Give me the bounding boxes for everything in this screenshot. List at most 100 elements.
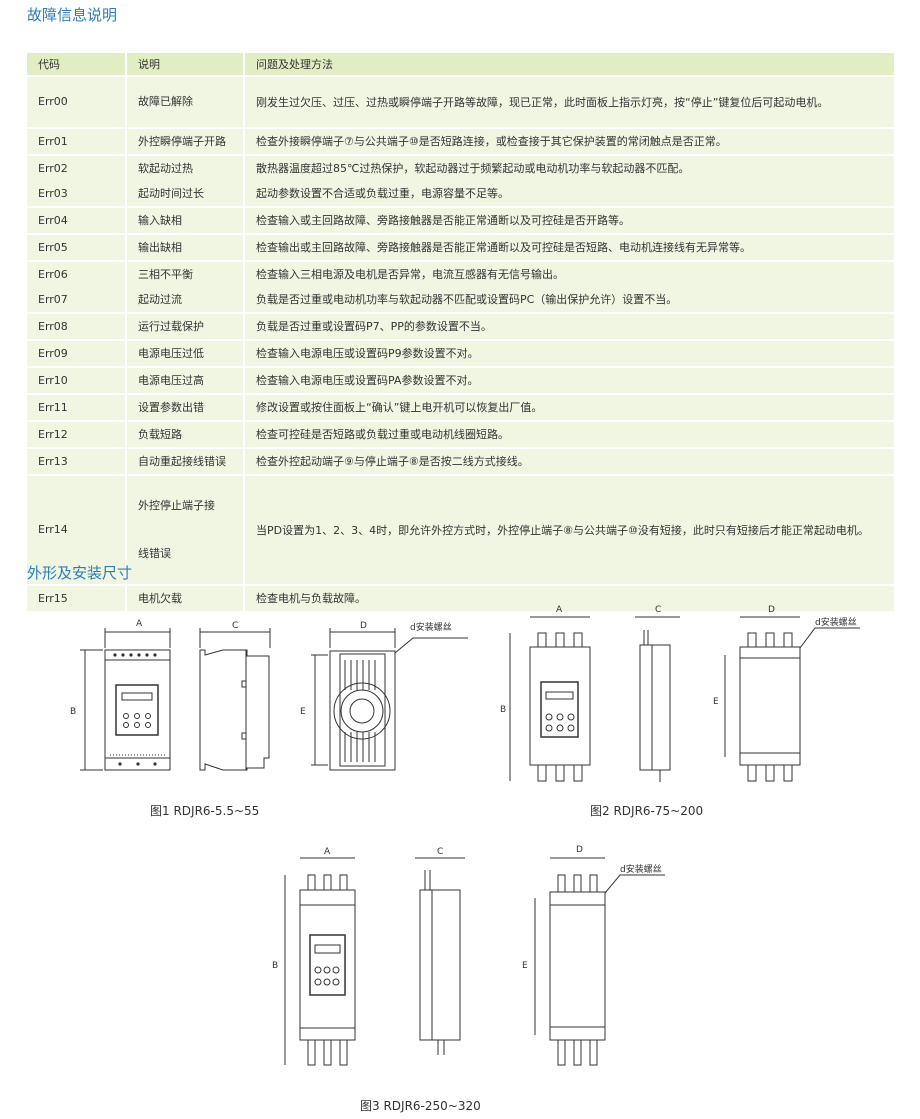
fault-section-title: 故障信息说明 [27,6,118,24]
code-text: Err07 [38,293,68,306]
desc-text: 起动过流 [138,293,182,306]
fig2-label-b: B [500,705,506,715]
desc-text: 运行过载保护 [138,320,204,333]
cell-desc: 运行过载保护 [127,312,245,339]
solution-text: 检查输入电源电压或设置码P9参数设置不对。 [256,347,479,360]
desc-text: 电机欠载 [138,592,182,605]
desc-text: 外控停止端子接线错误 [138,499,215,560]
header-solution: 问题及处理方法 [245,53,894,75]
cell-desc: 电源电压过低 [127,339,245,366]
solution-text: 检查输入或主回路故障、旁路接触器是否能正常通断以及可控硅是否开路等。 [256,214,630,227]
cell-solution: 检查外接瞬停端子⑦与公共端子⑩是否短路连接，或检查接于其它保护装置的常闭触点是否… [245,127,894,154]
fig1-label-b: B [70,707,76,717]
fig3-label-e: E [522,961,528,971]
solution-text: 负载是否过重或电动机功率与软起动器不匹配或设置码PC（输出保护允许）设置不当。 [256,293,678,306]
table-row: Err09 电源电压过低 检查输入电源电压或设置码P9参数设置不对。 [27,339,894,366]
solution-text: 修改设置或按住面板上“确认”键上电开机可以恢复出厂值。 [256,401,543,414]
fig1-label-a: A [136,619,143,629]
code-text: Err11 [38,401,68,414]
desc-text: 起动时间过长 [138,187,204,200]
cell-solution: 散热器温度超过85℃过热保护，软起动器过于频繁起动或电动机功率与软起动器不匹配。… [245,154,894,206]
solution-text: 检查输入三相电源及电机是否异常，电流互感器有无信号输出。 [256,268,564,281]
fig1-label-c: C [232,621,238,631]
solution-text: 检查外控起动端子⑨与停止端子⑧是否按二线方式接线。 [256,455,529,468]
cell-code: Err08 [27,312,127,339]
cell-solution: 当PD设置为1、2、3、4时，即允许外控方式时，外控停止端子⑧与公共端子⑩没有短… [245,474,894,584]
cell-solution: 修改设置或按住面板上“确认”键上电开机可以恢复出厂值。 [245,393,894,420]
cell-code: Err11 [27,393,127,420]
table-row: Err11 设置参数出错 修改设置或按住面板上“确认”键上电开机可以恢复出厂值。 [27,393,894,420]
cell-desc: 输入缺相 [127,206,245,233]
cell-desc: 输出缺相 [127,233,245,260]
solution-text: 负载是否过重或设置码P7、PP的参数设置不当。 [256,320,492,333]
solution-text: 当PD设置为1、2、3、4时，即允许外控方式时，外控停止端子⑧与公共端子⑩没有短… [256,523,869,537]
desc-text: 电源电压过高 [138,374,204,387]
code-text: Err06 [38,268,68,281]
fig1-label-d: D [360,621,367,631]
fig2-side-view [639,630,671,782]
code-text: Err14 [38,523,68,536]
desc-text: 电源电压过低 [138,347,204,360]
fig3-front-view [299,874,356,1066]
fig3-label-b: B [272,961,278,971]
solution-text: 刚发生过欠压、过压、过热或瞬停端子开路等故障，现已正常，此时面板上指示灯亮，按“… [256,95,829,109]
code-text: Err04 [38,214,68,227]
fig1-label-screw: d安装螺丝 [410,621,452,633]
code-text: Err13 [38,455,68,468]
cell-desc: 设置参数出错 [127,393,245,420]
desc-text: 负载短路 [138,428,182,441]
code-text: Err10 [38,374,68,387]
cell-solution: 检查输入三相电源及电机是否异常，电流互感器有无信号输出。负载是否过重或电动机功率… [245,260,894,312]
fig2-front-view [529,632,591,782]
desc-text: 外控瞬停端子开路 [138,135,226,148]
fig2-label-c: C [655,605,661,615]
fig1-side-view [199,649,270,771]
cell-desc: 故障已解除 [127,75,245,127]
solution-text: 散热器温度超过85℃过热保护，软起动器过于频繁起动或电动机功率与软起动器不匹配。 [256,162,690,175]
desc-text: 设置参数出错 [138,401,204,414]
desc-text: 输入缺相 [138,214,182,227]
code-text: Err08 [38,320,68,333]
fig3-label-c: C [437,847,443,857]
solution-text: 检查电机与负载故障。 [256,592,366,605]
table-row: Err01 外控瞬停端子开路 检查外接瞬停端子⑦与公共端子⑩是否短路连接，或检查接于… [27,127,894,154]
cell-code: Err10 [27,366,127,393]
cell-solution: 检查可控硅是否短路或负载过重或电动机线圈短路。 [245,420,894,447]
cell-solution: 检查电机与负载故障。 [245,584,894,611]
fig3-side-view [419,870,461,1055]
fig1-back-view [329,650,396,771]
fig3-label-a: A [324,847,331,857]
desc-text: 软起动过热 [138,162,193,175]
fig2-label-e: E [713,697,719,707]
code-text: Err05 [38,241,68,254]
cell-solution: 检查输入电源电压或设置码P9参数设置不对。 [245,339,894,366]
solution-text: 起动参数设置不合适或负载过重，电源容量不足等。 [256,187,509,200]
fig3-label-d: D [576,845,583,855]
cell-desc: 自动重起接线错误 [127,447,245,474]
table-row: Err13 自动重起接线错误检查外控起动端子⑨与停止端子⑧是否按二线方式接线。 [27,447,894,474]
table-row: Err04 输入缺相 检查输入或主回路故障、旁路接触器是否能正常通断以及可控硅是否开… [27,206,894,233]
cell-code: Err04 [27,206,127,233]
code-text: Err09 [38,347,68,360]
cell-code: Err01 [27,127,127,154]
table-row: Err14 外控停止端子接线错误 当PD设置为1、2、3、4时，即允许外控方式时，外… [27,474,894,584]
cell-desc: 负载短路 [127,420,245,447]
header-code: 代码 [27,53,127,75]
fig3-back-view [549,874,606,1066]
fig2-back-view [739,632,801,782]
cell-solution: 刚发生过欠压、过压、过热或瞬停端子开路等故障，现已正常，此时面板上指示灯亮，按“… [245,75,894,127]
figure-2: A B C D E d安装螺丝 图2 RDJR6-75~200 [500,605,860,818]
fig2-caption: 图2 RDJR6-75~200 [590,804,703,818]
cell-desc: 外控瞬停端子开路 [127,127,245,154]
cell-solution: 检查外控起动端子⑨与停止端子⑧是否按二线方式接线。 [245,447,894,474]
cell-desc: 软起动过热起动时间过长 [127,154,245,206]
